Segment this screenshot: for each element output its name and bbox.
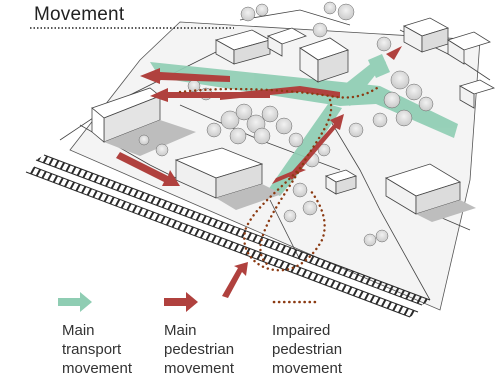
building-north (214, 27, 307, 65)
building-east (385, 163, 476, 222)
green-arrow-icon (58, 292, 92, 312)
railway-tracks (25, 154, 431, 318)
building-center (299, 37, 349, 83)
diagram-title: Movement (34, 4, 125, 25)
building-small (325, 169, 357, 195)
impaired-routes (178, 84, 382, 272)
legend-transport-label: Main transport movement (62, 322, 133, 377)
legend-impaired-label: Impaired pedestrian movement (272, 322, 343, 377)
building-west (91, 87, 196, 156)
building-station (174, 147, 282, 210)
trees (138, 1, 434, 247)
red-arrow-icon (164, 292, 198, 312)
legend-pedestrian-label: Main pedestrian movement (164, 322, 235, 377)
building-northeast (402, 17, 496, 109)
buildings (91, 17, 496, 222)
